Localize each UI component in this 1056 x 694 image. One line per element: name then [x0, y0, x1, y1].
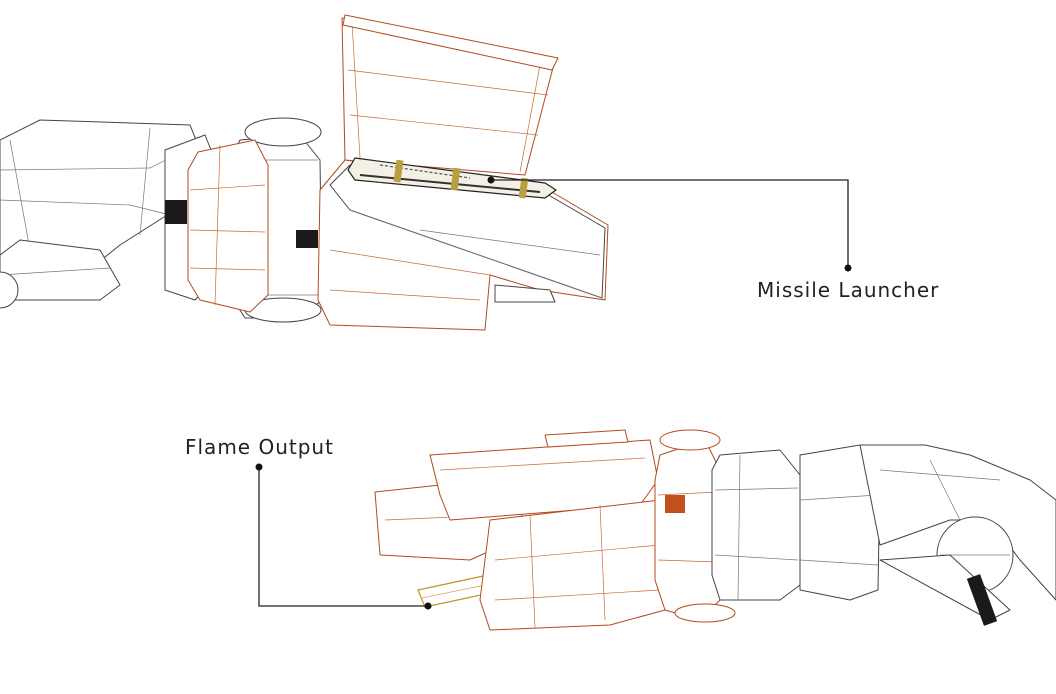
upper-arm-segment — [0, 119, 201, 309]
launcher-body — [317, 159, 609, 331]
lower-housing — [479, 499, 669, 631]
launcher-hatch-lid — [341, 14, 559, 176]
missile-launcher-label: Missile Launcher — [757, 278, 940, 302]
missile — [347, 157, 558, 199]
bottom-shoulder — [859, 444, 1056, 626]
flame-output-label: Flame Output — [185, 435, 334, 459]
top-arm-assembly — [0, 14, 609, 331]
missile-launcher-leader — [487, 176, 852, 272]
flame-output-leader — [255, 463, 432, 610]
bottom-arm-assembly — [374, 429, 1056, 631]
forearm-collar — [187, 139, 269, 313]
bottom-elbow-collar — [654, 429, 798, 623]
bottom-forearm — [711, 444, 881, 601]
